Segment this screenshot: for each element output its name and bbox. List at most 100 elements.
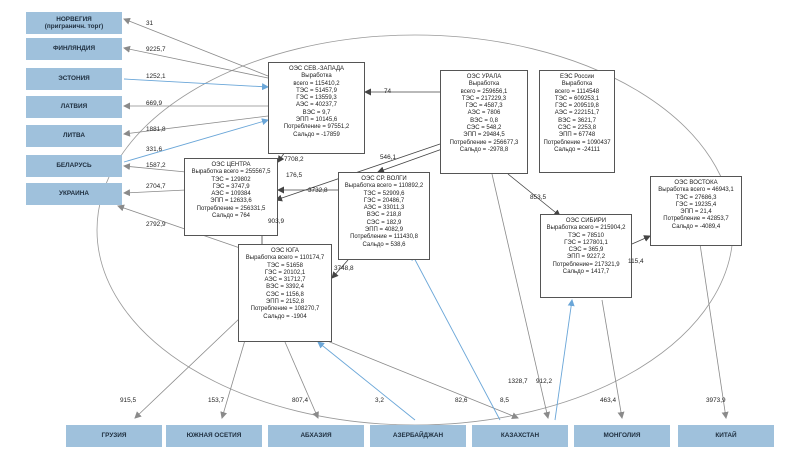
node-line: ВЭС = 0,8 xyxy=(470,117,498,124)
node-line: ЭПП = 9227,2 xyxy=(566,254,606,261)
node-line: Выработка всего = 110892,2 xyxy=(344,183,424,190)
flow-to-south-ossetia xyxy=(220,329,249,419)
flow-label: 7708,2 xyxy=(284,156,304,163)
node-line: ТЭС = 217229,3 xyxy=(461,95,507,102)
flow-volga-to-south xyxy=(331,259,349,279)
country-azerbaijan: АЗЕРБАЙДЖАН xyxy=(370,425,466,447)
node-line: АЭС = 109384 xyxy=(211,191,251,198)
country-georgia: ГРУЗИЯ xyxy=(66,425,162,447)
country-china: КИТАЙ xyxy=(678,425,774,447)
node-line: ВЭС = 3392,4 xyxy=(266,284,304,291)
node-line: Потребление = 111430,8 xyxy=(350,234,418,241)
node-oes-sev-zapad: ОЭС СЕВ.-ЗАПАДА Выработка всего = 115410… xyxy=(268,62,365,154)
node-oes-urala: ОЭС УРАЛА Выработка всего = 259656,1 ТЭС… xyxy=(440,70,528,174)
flow-south-to-kazakhstan xyxy=(319,337,519,419)
node-oes-vostoka: ОЭС ВОСТОКА Выработка всего = 46943,1 ТЭ… xyxy=(650,176,742,246)
node-line: ГЭС = 13559,3 xyxy=(296,95,337,102)
node-line: Потребление = 256331,5 xyxy=(196,205,266,212)
node-line: Потребление = 1090437 xyxy=(543,139,611,146)
node-line: всего = 115410,2 xyxy=(293,80,340,87)
flow-label: 74 xyxy=(384,88,392,95)
flow-label: 912,2 xyxy=(536,378,552,385)
node-line: Потребление = 108270,7 xyxy=(250,306,320,313)
node-title: ОЭС СР. ВОЛГИ xyxy=(361,176,407,182)
flow-south-to-ukraine xyxy=(117,204,241,249)
node-line: ГЭС = 127801,1 xyxy=(564,239,608,246)
node-line: ЭПП = 67748 xyxy=(558,132,596,139)
flow-label: 1587,2 xyxy=(146,162,166,169)
node-line: СЭС = 2253,8 xyxy=(557,125,597,132)
node-line: всего = 1114548 xyxy=(554,88,600,95)
node-line: ТЭС = 52909,6 xyxy=(363,190,405,197)
country-mongolia: МОНГОЛИЯ xyxy=(574,425,670,447)
node-line: СЭС = 365,9 xyxy=(568,247,604,254)
node-oes-yuga: ОЭС ЮГА Выработка всего = 110174,7 ТЭС =… xyxy=(238,244,332,342)
country-belarus: БЕЛАРУСЬ xyxy=(26,155,122,177)
node-line: Сальдо = 1417,7 xyxy=(562,269,610,276)
node-line: Сальдо = -4089,4 xyxy=(671,223,721,230)
node-line: ТЭС = 609253,1 xyxy=(554,95,600,102)
flow-from-azerbaijan xyxy=(317,341,416,421)
flow-to-lithuania xyxy=(123,115,269,137)
node-line: Выработка всего = 110174,7 xyxy=(245,255,325,262)
flow-from-kazakhstan-to-volga xyxy=(411,253,501,421)
country-finland: ФИНЛЯНДИЯ xyxy=(26,38,122,60)
country-ukraine: УКРАИНА xyxy=(26,183,122,205)
flow-label: 903,9 xyxy=(268,218,284,225)
node-line: СЭС = 548,2 xyxy=(466,125,502,132)
flow-label: 8,5 xyxy=(500,397,509,404)
country-latvia: ЛАТВИЯ xyxy=(26,96,122,118)
node-line: ВЭС = 9,7 xyxy=(302,109,331,116)
flow-label: 807,4 xyxy=(292,397,308,404)
flow-to-abkhazia xyxy=(284,341,319,419)
node-line: ГЭС = 209519,8 xyxy=(555,103,599,110)
node-line: ГЭС = 4587,3 xyxy=(465,103,503,110)
node-line: Выработка xyxy=(561,81,593,88)
node-line: АЭС = 7806 xyxy=(467,110,501,117)
node-line: АЭС = 33011,3 xyxy=(363,205,405,212)
country-norway: НОРВЕГИЯ (приграничн. торг) xyxy=(26,12,122,34)
flow-label: 31 xyxy=(146,20,154,27)
node-oes-sr-volgi: ОЭС СР. ВОЛГИ Выработка всего = 110892,2… xyxy=(338,172,430,260)
node-title: ОЭС СЕВ.-ЗАПАДА xyxy=(288,66,345,72)
node-line: Сальдо = -1904 xyxy=(263,313,307,320)
node-line: всего = 259656,1 xyxy=(460,88,508,95)
flow-label: 9225,7 xyxy=(146,46,166,53)
flow-siberia-to-mongolia xyxy=(601,299,625,419)
flow-from-kazakhstan-to-siberia xyxy=(554,299,575,421)
flow-urals-to-volga xyxy=(377,147,446,174)
flow-label: 115,4 xyxy=(628,258,644,265)
node-title: ОЭС ВОСТОКА xyxy=(674,180,718,186)
node-line: Потребление = 256677,3 xyxy=(449,139,519,146)
node-line: ГЭС = 19235,4 xyxy=(675,201,717,208)
flow-label: 669,9 xyxy=(146,100,162,107)
flow-label: 1881,8 xyxy=(146,126,166,133)
node-title: ОЭС СИБИРИ xyxy=(565,218,607,224)
node-line: АЭС = 31712,7 xyxy=(264,277,306,284)
node-oes-sibiri: ОЭС СИБИРИ Выработка всего = 215904,2 ТЭ… xyxy=(540,214,632,298)
node-line: ЭПП = 29484,5 xyxy=(463,132,505,139)
flow-to-belarus xyxy=(123,163,187,173)
node-line: ТЭС = 78510 xyxy=(568,232,604,239)
flow-to-georgia xyxy=(134,317,241,419)
node-line: ГЭС = 20486,7 xyxy=(363,197,405,204)
flow-label: 853,5 xyxy=(530,194,546,201)
node-line: Потребление = 97551,2 xyxy=(283,124,350,131)
node-line: Потребление = 42853,7 xyxy=(663,216,729,223)
flow-label: 82,6 xyxy=(455,397,468,404)
node-title: ОЭС ЦЕНТРА xyxy=(211,162,251,168)
node-line: Выработка всего = 46943,1 xyxy=(658,187,734,194)
node-line: ТЭС = 129802 xyxy=(211,176,251,183)
flow-label: 1252,1 xyxy=(146,73,166,80)
node-line: ВЭС = 3621,7 xyxy=(558,117,596,124)
flow-label: 915,5 xyxy=(120,397,136,404)
flow-label: 176,5 xyxy=(286,172,302,179)
country-abkhazia: АБХАЗИЯ xyxy=(268,425,364,447)
node-ees-russia: ЕЭС России Выработка всего = 1114548 ТЭС… xyxy=(539,70,615,173)
node-line: ГЭС = 20102,1 xyxy=(264,269,306,276)
country-south-ossetia: ЮЖНАЯ ОСЕТИЯ xyxy=(166,425,262,447)
node-line: ЭПП = 12633,6 xyxy=(210,198,252,205)
flow-from-belarus xyxy=(123,118,269,163)
node-line: Сальдо = 764 xyxy=(211,213,251,220)
